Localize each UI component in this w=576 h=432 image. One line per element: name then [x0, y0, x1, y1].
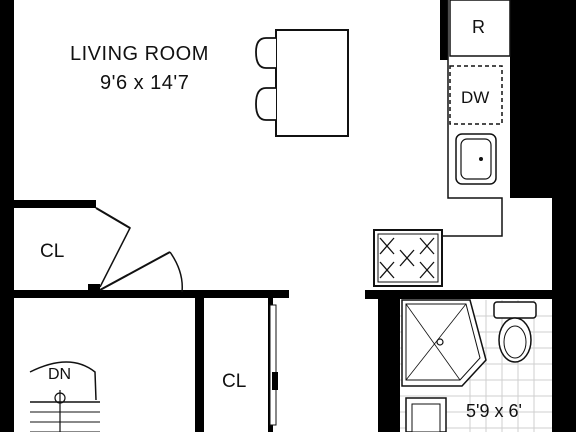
wall-right-exterior	[510, 0, 576, 198]
toilet-bowl-inner	[503, 325, 527, 359]
toilet-bowl	[498, 317, 532, 363]
dishwasher	[449, 65, 503, 125]
shower-diag	[405, 303, 461, 381]
wall-divider-lower	[14, 290, 289, 298]
living-room-dimensions: 9'6 x 14'7	[100, 72, 190, 94]
closet2-handle	[272, 372, 278, 390]
wall-closet-top	[14, 200, 96, 208]
stair-down-label: DN	[48, 366, 72, 383]
stove-top	[377, 233, 439, 283]
closet2-door	[269, 304, 277, 426]
dishwasher-label: DW	[461, 88, 490, 107]
sink-basin	[460, 138, 492, 180]
stair-arc	[29, 361, 97, 401]
bath-vanity-basin	[411, 403, 441, 432]
wall-bath-top	[365, 290, 552, 299]
closet-door-leaf	[95, 207, 131, 229]
refrigerator	[449, 0, 511, 57]
wall-closet2-left	[195, 290, 204, 432]
closet-label: CL	[222, 371, 247, 392]
bathroom-dimensions: 5'9 x 6'	[466, 401, 522, 421]
shower-inner	[405, 303, 481, 381]
kitchen-counter	[442, 0, 503, 237]
dining-table	[275, 29, 349, 137]
chair	[255, 87, 276, 121]
stove-burners	[379, 237, 435, 279]
shower-drain	[436, 338, 444, 346]
refrigerator-label: R	[472, 17, 485, 37]
entry-door-leaf	[99, 251, 171, 291]
closet-label: CL	[40, 241, 65, 262]
shower	[401, 299, 487, 387]
wall-bath-left	[378, 298, 400, 432]
chair	[255, 37, 276, 69]
shower-diag	[405, 303, 467, 381]
wall-door-stop	[88, 284, 100, 298]
sink-drain	[479, 157, 483, 161]
wall-right-lower	[552, 198, 576, 432]
wall-left-upper	[0, 0, 14, 432]
entry-door-arc	[169, 251, 183, 293]
wall-top-right-stub	[440, 0, 448, 60]
toilet-tank	[493, 301, 537, 319]
living-room-label: LIVING ROOM	[70, 43, 209, 65]
